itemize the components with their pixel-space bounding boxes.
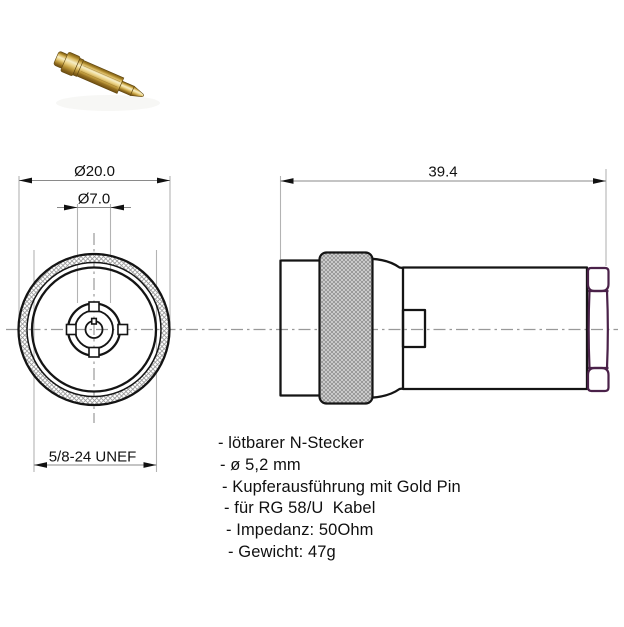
pin-shadow — [56, 95, 160, 111]
spec-item: - Impedanz: 50Ohm — [226, 521, 374, 540]
coupling-front-section — [279, 259, 324, 397]
extension-lines — [18, 169, 607, 472]
pin-texture-lines — [79, 65, 121, 90]
spec-item: - Gewicht: 47g — [228, 542, 336, 561]
hex-nut-facet-lines — [588, 289, 609, 370]
shoulder-curve-bottom — [371, 387, 404, 399]
cable-entry-hex-nut — [586, 266, 610, 393]
connector-side-view — [279, 251, 610, 405]
insulator-notch-right — [117, 323, 129, 336]
main-body-section — [401, 266, 589, 391]
spec-list: - lötbarer N-Stecker - ø 5,2 mm - Kupfer… — [218, 433, 461, 564]
spec-item: - für RG 58/U Kabel — [224, 499, 376, 518]
insulator-notch-top — [88, 301, 100, 313]
pin-barrel — [76, 59, 125, 94]
connector-front-view — [17, 252, 171, 407]
knurled-grip-section — [318, 251, 374, 405]
pin-tip — [129, 85, 144, 97]
outer-body-circle — [17, 252, 171, 407]
spec-item: - Kupferausführung mit Gold Pin — [222, 477, 461, 496]
insulator-notch-bottom — [88, 346, 100, 358]
rim-inner-circle — [26, 261, 162, 398]
gold-pin-photo — [53, 51, 160, 111]
dim-front-inner-label: Ø7.0 — [78, 191, 111, 208]
dim-front-outer-label: Ø20.0 — [74, 163, 115, 180]
dimension-lines — [19, 177, 606, 468]
spec-item: - ø 5,2 mm — [220, 455, 301, 474]
hex-nut-middle-facet — [587, 290, 609, 369]
dim-side-length-label: 39.4 — [428, 164, 457, 181]
body-step-detail — [401, 308, 427, 349]
hex-nut-top-facet — [586, 266, 610, 293]
thread-circle — [30, 266, 158, 393]
shoulder-curve-top — [371, 257, 404, 270]
insulator-notch-left — [65, 323, 77, 336]
hex-nut-bottom-facet — [586, 366, 610, 393]
center-pin-notch — [90, 317, 98, 325]
thread-spec-label: 5/8-24 UNEF — [49, 449, 137, 466]
spec-item: - lötbarer N-Stecker — [218, 434, 364, 452]
